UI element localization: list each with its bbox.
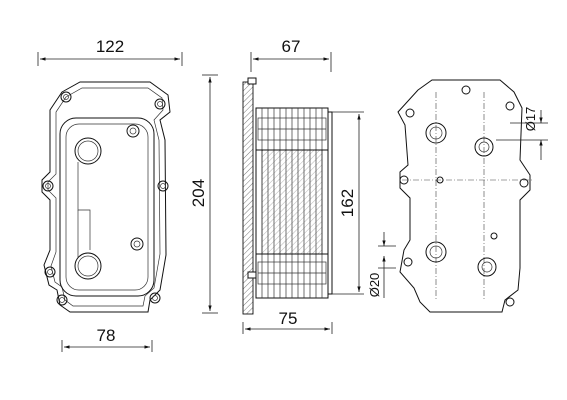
dim-hole-large: Ø20 [367,232,396,298]
rear-port-upper [425,122,447,144]
dim-core-height: 162 [332,111,364,295]
front-passage [77,162,91,250]
dim-side-top: 67 [250,37,332,72]
front-view [41,81,171,313]
dim-side-bottom: 75 [242,309,333,334]
dim-top-width: 122 [37,37,183,66]
dim-side-bottom-label: 75 [279,309,298,328]
side-flange [242,81,254,315]
front-flange-outline [41,81,171,313]
rear-port-upper-right [474,137,494,157]
front-flange-inner [47,87,164,307]
front-core-plate [59,117,155,297]
dim-bottom-width: 78 [61,326,153,352]
rear-flange-outline [397,79,531,313]
rear-port-lower-right [477,257,497,277]
dim-height-label: 204 [189,179,208,207]
front-port-lower [74,252,102,280]
side-view [242,77,333,315]
dim-bottom-width-label: 78 [97,326,116,345]
front-core-inner [65,123,149,291]
dim-top-width-label: 122 [96,37,124,56]
side-plate-stack [256,108,328,298]
dim-core-height-label: 162 [338,189,357,217]
dim-height: 204 [189,74,218,314]
rear-view [397,79,532,313]
front-port-upper [74,137,102,165]
rear-port-lower [425,241,447,263]
dim-side-top-label: 67 [282,37,301,56]
dim-hole-small: Ø17 [496,107,548,160]
dim-hole-large-label: Ø20 [367,273,382,298]
dim-hole-small-label: Ø17 [523,107,538,132]
